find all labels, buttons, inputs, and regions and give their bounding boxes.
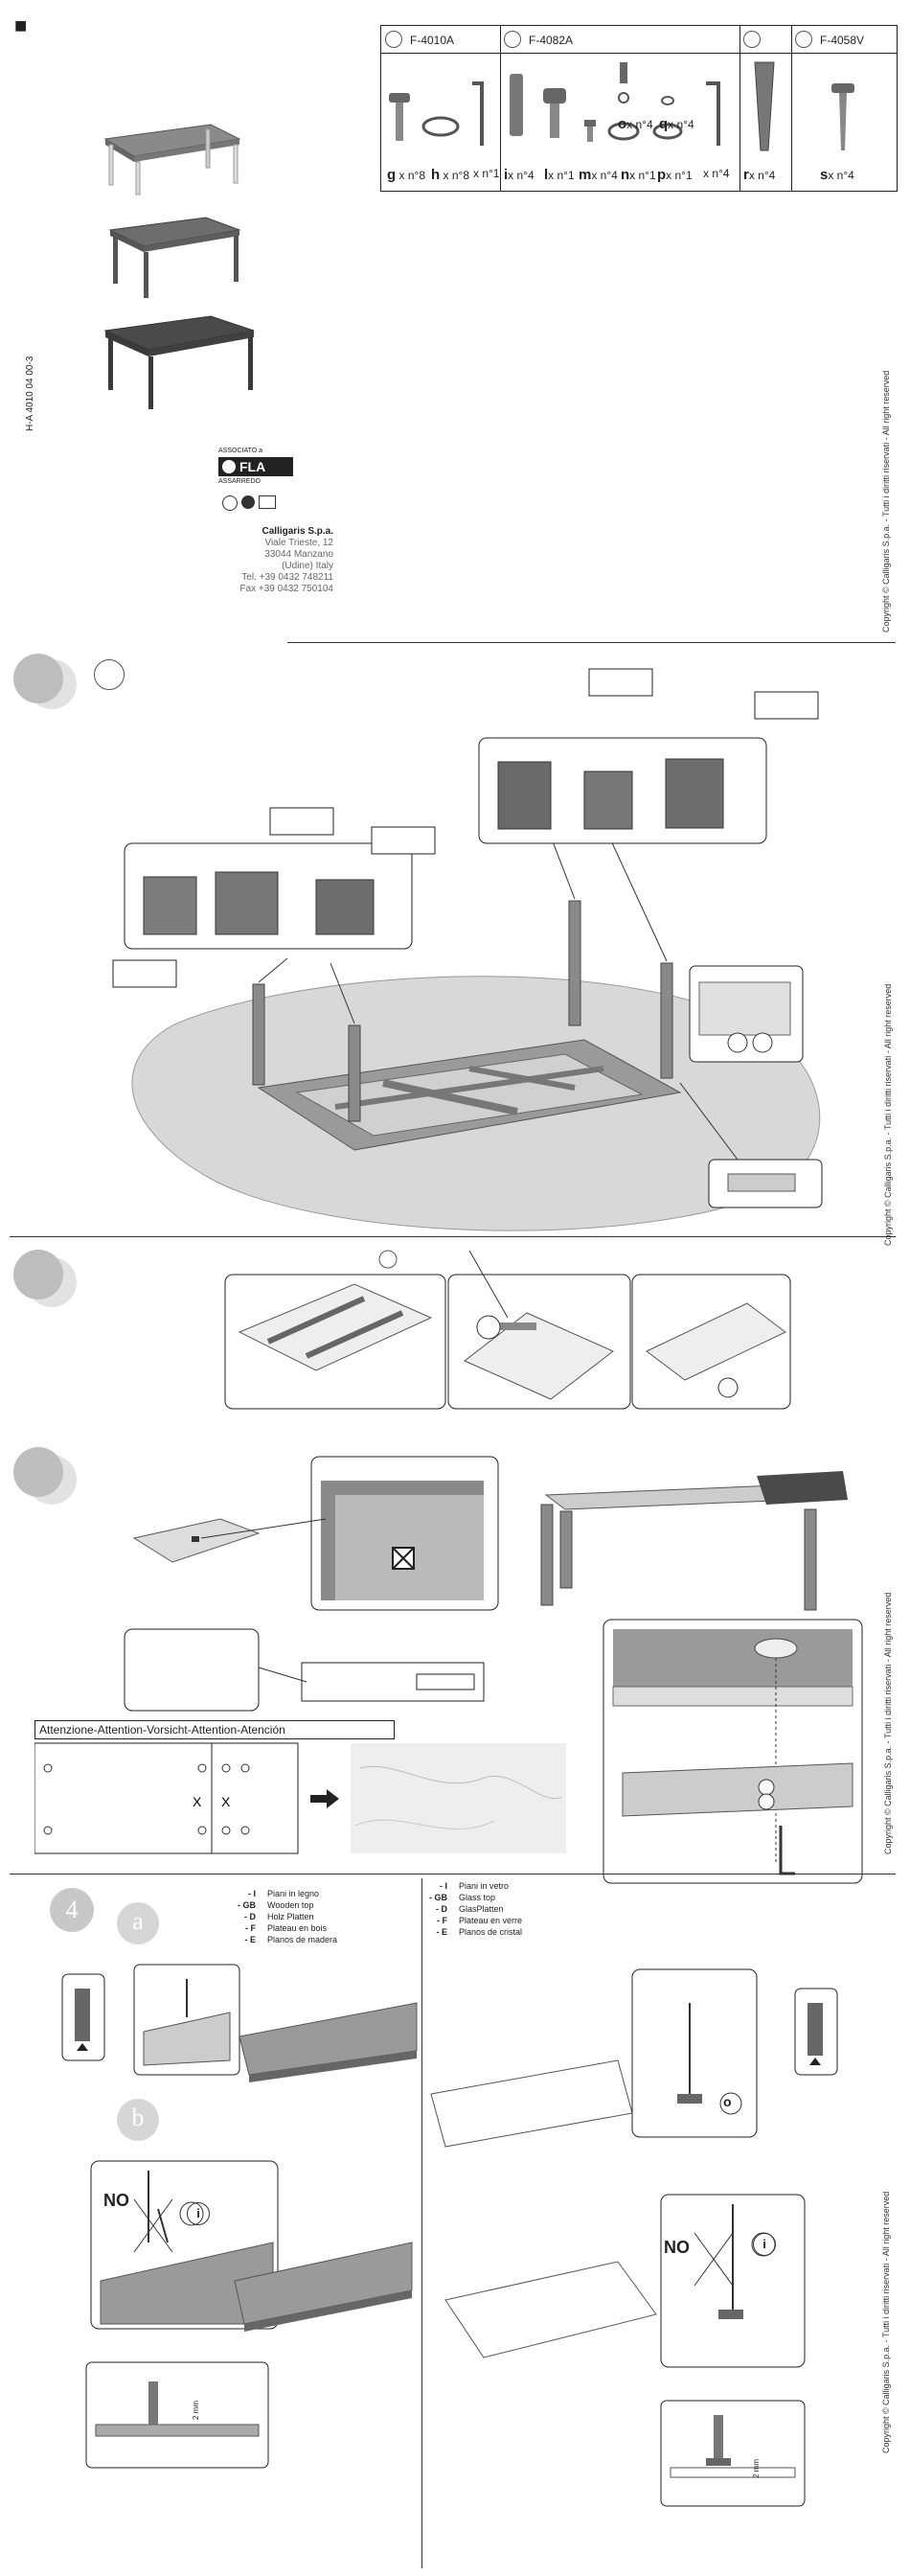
step-1-badge (13, 654, 63, 703)
part-letter: o (618, 116, 627, 132)
gap-label: 2 mm (192, 2401, 200, 2420)
part-letter: n (621, 167, 630, 183)
part-qty: x n°8 (398, 169, 425, 182)
fla-logo: FLA (218, 457, 293, 476)
step-2-badge (13, 1250, 63, 1300)
copyright-notice: Copyright © Calligaris S.p.a. - Tutti i … (883, 983, 893, 1246)
part-letter: r (743, 167, 749, 183)
document-code: H-A 4010 04 00-3 (25, 356, 35, 431)
part-qty: x n°8 (443, 169, 469, 182)
step-4-glass-diagram (430, 1968, 838, 2507)
fla-sub: ASSARREDO (218, 478, 261, 485)
copyright-notice: Copyright © Calligaris S.p.a. - Tutti i … (881, 2191, 891, 2453)
part-qty: x n°1 (548, 169, 575, 182)
part-letter: i (504, 167, 509, 183)
company-fax: Fax +39 0432 750104 (239, 584, 333, 594)
part-letter: m (579, 167, 592, 183)
part-qty: x n°4 (748, 169, 776, 182)
associate-label: ASSOCIATO a (218, 448, 263, 454)
company-block: ASSOCIATO a FLA ASSARREDO Calligaris S.p… (218, 446, 333, 595)
cert-logos (222, 495, 333, 511)
fittings-icon (389, 81, 484, 146)
step-4-wood-diagram (61, 1964, 418, 2469)
company-address-3: (Udine) Italy (282, 561, 333, 571)
copyright-notice: Copyright © Calligaris S.p.a. - Tutti i … (883, 1592, 893, 1854)
product-photo-1 (96, 110, 249, 196)
part-letter: q (659, 116, 669, 132)
hands-icon (94, 659, 125, 690)
gap-label: 2 mm (752, 2459, 761, 2478)
company-tel: Tel. +39 0432 748211 (241, 572, 333, 583)
product-photo-2 (105, 206, 249, 302)
step-3-badge (13, 1447, 63, 1497)
step-3-diagram (124, 1456, 863, 1884)
info-badge: i (753, 2233, 776, 2256)
parts-group-f4058v: F-4058V sx n°4 (791, 26, 897, 191)
svg-text:X: X (221, 1794, 231, 1809)
part-qty: x n°4 (828, 169, 854, 182)
parts-list: F-4010A g x n°8 h x n°8 x n°1 F-4082A ix… (380, 25, 898, 192)
svg-text:X: X (193, 1794, 202, 1809)
part-letter: l (544, 167, 549, 183)
step-4-badge: 4 (50, 1888, 94, 1932)
part-code: F-4058V (820, 34, 865, 47)
part-code: F-4082A (529, 34, 574, 47)
info-badge: i (187, 2202, 210, 2225)
section-divider (10, 1236, 896, 1237)
product-photo-3 (101, 307, 259, 412)
parts-group-r: rx n°4 (739, 26, 792, 191)
part-qty: x n°1 (666, 169, 693, 182)
part-letter: g (387, 167, 397, 183)
no-label: NO (664, 2238, 690, 2257)
part-qty: x n°1 (473, 167, 500, 180)
company-address-2: 33044 Manzano (264, 549, 333, 560)
attention-banner: Attenzione-Attention-Vorsicht-Attention-… (34, 1720, 395, 1739)
company-address-1: Viale Trieste, 12 (264, 538, 333, 548)
attention-diagram: X X (34, 1742, 566, 1854)
part-letter: p (657, 167, 667, 183)
bracket-icon (754, 61, 775, 151)
corner-marker: ■ (14, 13, 28, 37)
part-qty: x n°4 (591, 169, 618, 182)
package-icon (743, 31, 761, 48)
package-icon (504, 31, 521, 48)
screw-icon (831, 83, 854, 150)
step-4b-badge: b (117, 2099, 159, 2141)
step-1-diagram (112, 668, 823, 1231)
part-qty: x n°1 (629, 169, 656, 182)
no-label: NO (103, 2191, 129, 2210)
part-code: F-4010A (410, 34, 455, 47)
part-letter: s (820, 167, 829, 183)
step-2-diagram (224, 1250, 791, 1410)
parts-group-f4010a: F-4010A g x n°8 h x n°8 x n°1 (381, 26, 501, 191)
part-qty: x n°4 (703, 167, 730, 180)
part-qty: x n°4 (508, 169, 535, 182)
center-divider (421, 1878, 422, 2568)
part-qty: x n°4 (668, 118, 694, 131)
company-name: Calligaris S.p.a. (262, 526, 333, 537)
parts-group-f4082a: F-4082A ix n°4 lx n°1 mx n°4 nx n°1 ox n… (500, 26, 740, 191)
copyright-notice: Copyright © Calligaris S.p.a. - Tutti i … (881, 370, 891, 632)
fittings-icon (510, 62, 720, 146)
package-icon (795, 31, 812, 48)
section-divider (287, 642, 896, 643)
package-icon (385, 31, 402, 48)
washer-label: o (723, 2094, 732, 2109)
step-4a-badge: a (117, 1902, 159, 1944)
part-qty: x n°4 (626, 118, 653, 131)
part-letter: h (431, 167, 441, 183)
